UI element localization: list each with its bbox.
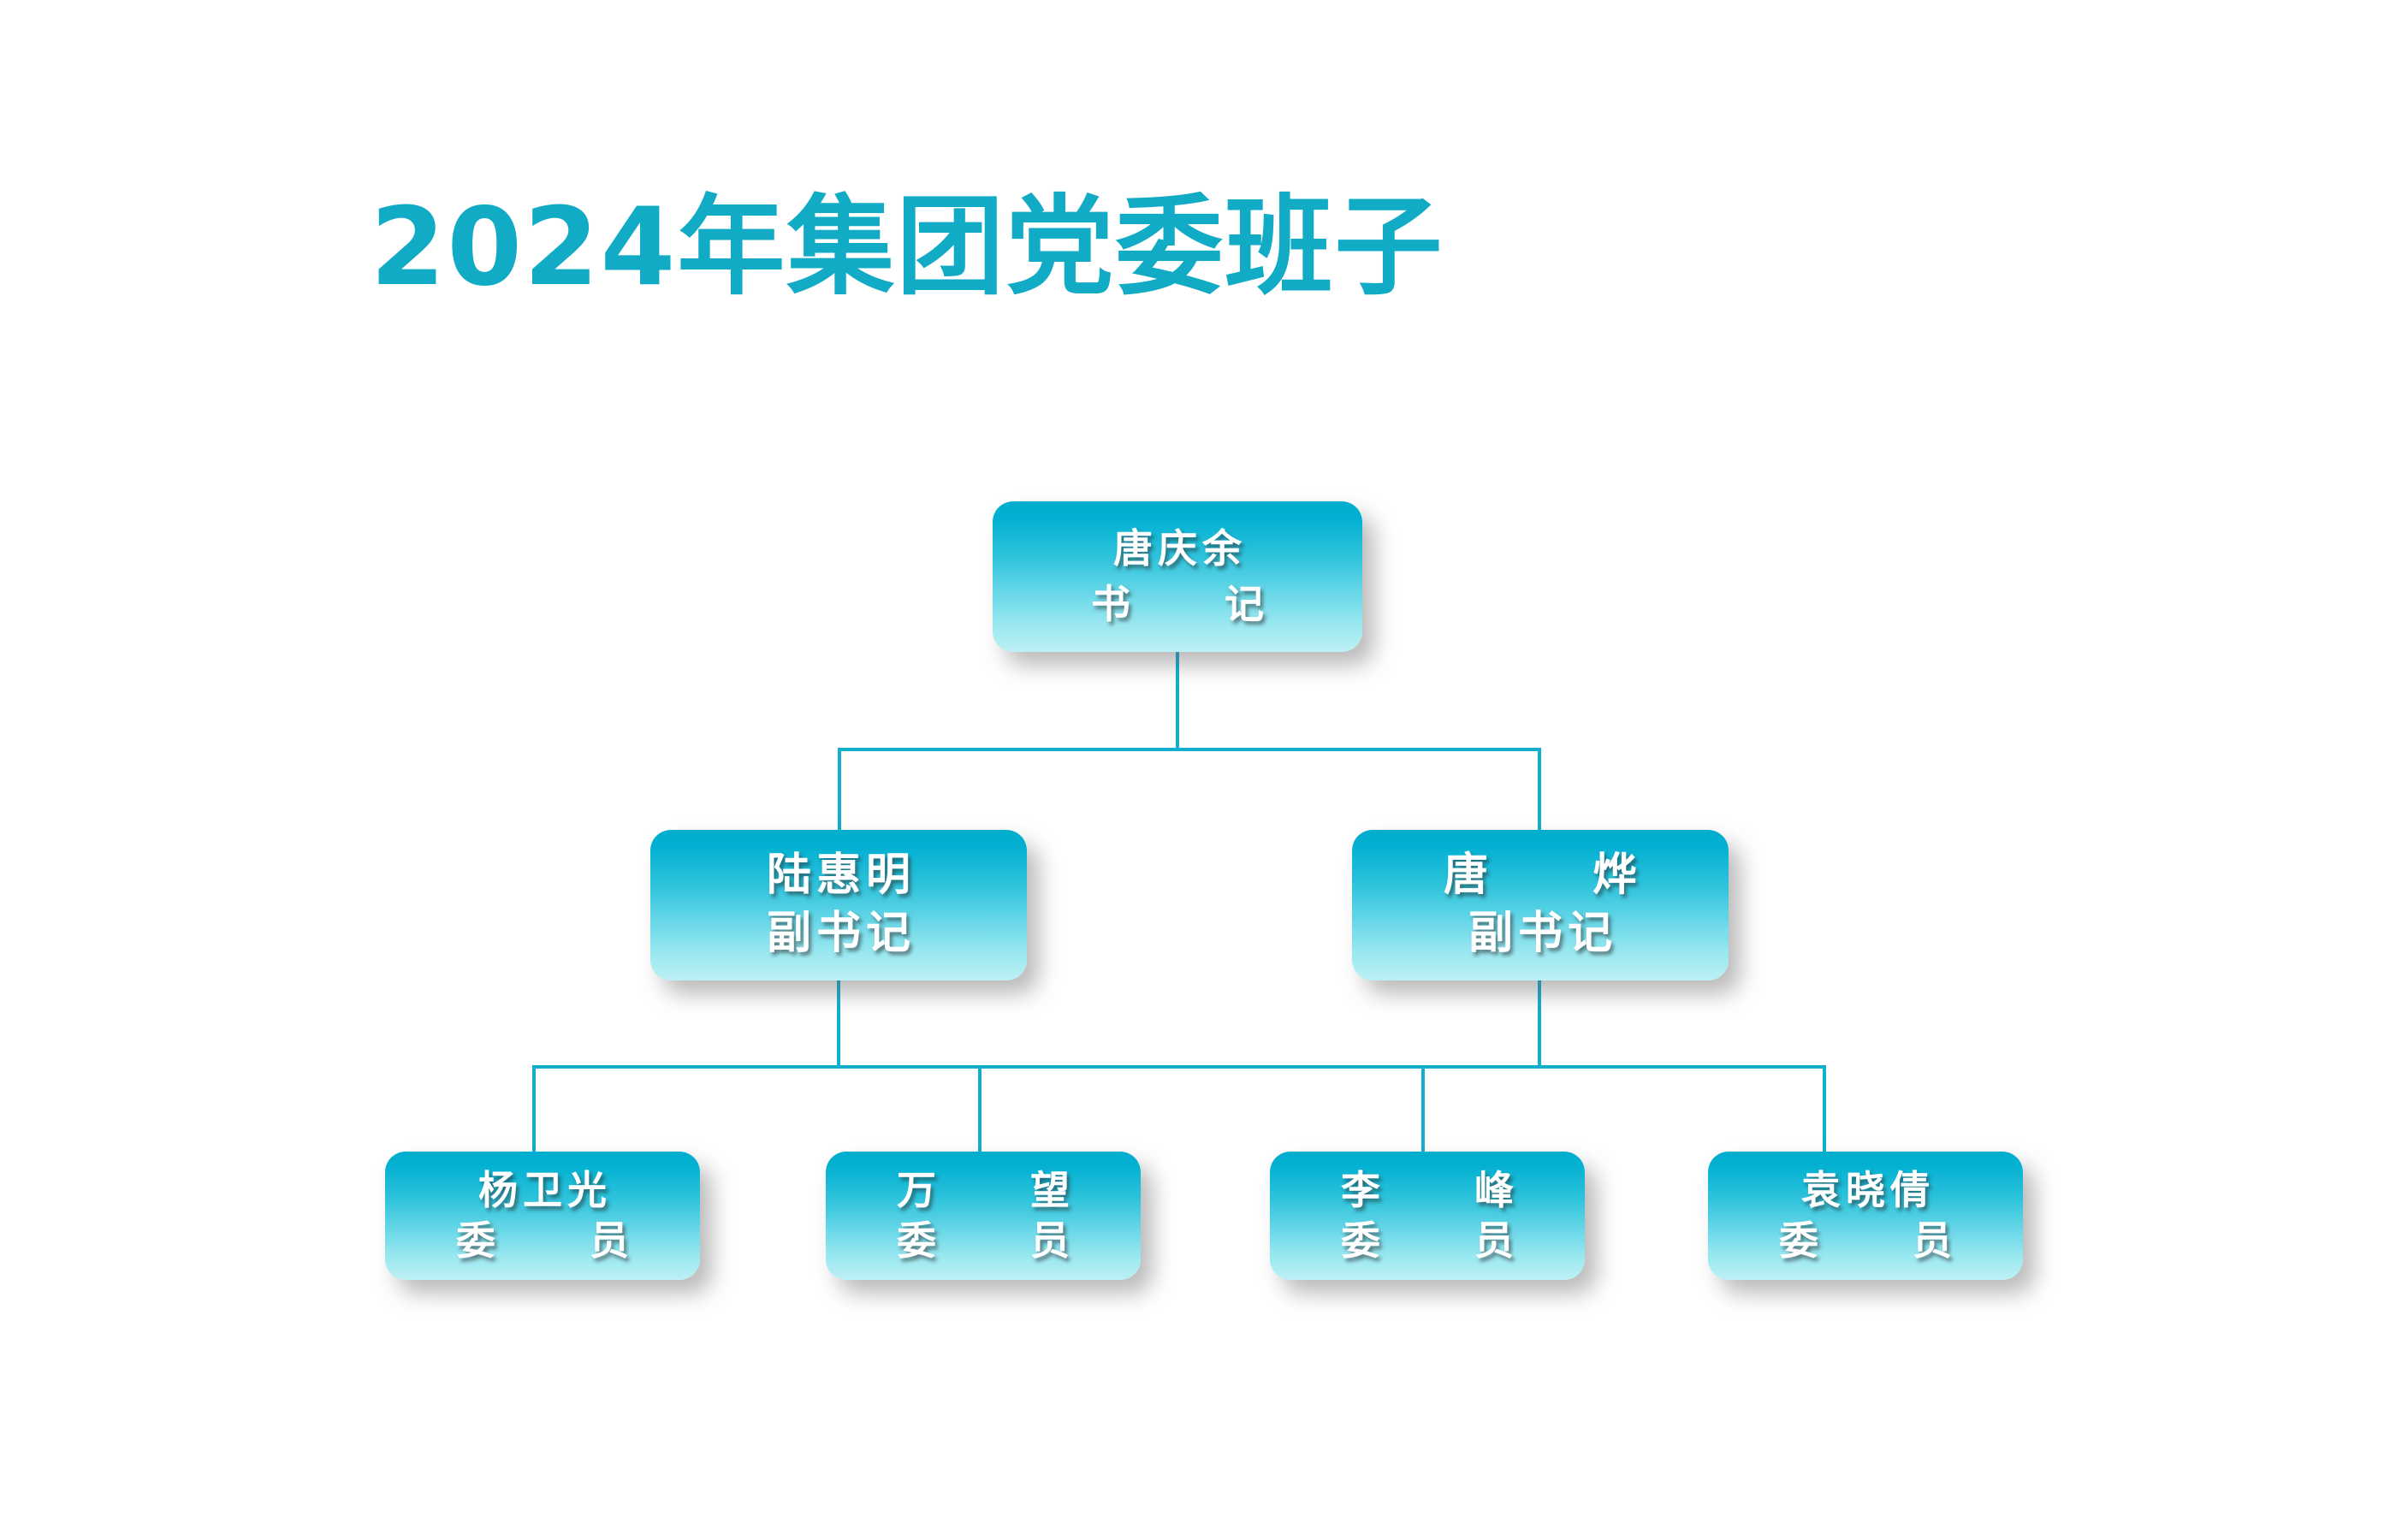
org-node-deputy-secretary-2[interactable]: 唐 烨 副书记	[1352, 830, 1729, 980]
org-node-role: 委 员	[1779, 1217, 1957, 1264]
connector-root-stem	[1176, 650, 1179, 749]
org-node-name: 陆惠明	[766, 850, 916, 902]
connector-level3-drop-0	[532, 1065, 536, 1153]
org-node-name: 唐庆余	[1113, 524, 1247, 572]
org-node-member-1[interactable]: 杨卫光 委 员	[385, 1152, 700, 1280]
org-node-deputy-secretary-1[interactable]: 陆惠明 副书记	[650, 830, 1027, 980]
connector-level3-bar	[532, 1065, 1826, 1069]
org-node-name: 李 峰	[1341, 1167, 1519, 1214]
connector-level3-drop-1	[978, 1065, 982, 1153]
org-node-secretary[interactable]: 唐庆余 书 记	[993, 501, 1362, 652]
connector-level2-drop-1	[1538, 748, 1541, 832]
org-node-role: 书 记	[1091, 581, 1269, 627]
org-node-member-2[interactable]: 万 望 委 员	[826, 1152, 1141, 1280]
connector-level2-drop-0	[838, 748, 841, 832]
org-node-name: 杨卫光	[478, 1167, 612, 1214]
page-title: 2024年集团党委班子	[370, 184, 1444, 310]
connector-level3-drop-2	[1421, 1065, 1425, 1153]
org-node-role: 副书记	[1468, 908, 1617, 959]
org-node-member-4[interactable]: 袁晓倩 委 员	[1708, 1152, 2023, 1280]
connector-level3-drop-3	[1823, 1065, 1826, 1153]
org-node-role: 委 员	[897, 1217, 1075, 1264]
connector-level2-bar	[838, 748, 1541, 751]
connector-level2-0-stem	[837, 980, 840, 1067]
org-node-name: 袁晓倩	[1801, 1167, 1935, 1214]
org-node-role: 副书记	[766, 908, 916, 959]
org-node-role: 委 员	[456, 1217, 634, 1264]
org-node-role: 委 员	[1341, 1217, 1519, 1264]
connector-level2-1-stem	[1538, 980, 1541, 1067]
org-node-name: 唐 烨	[1443, 850, 1642, 902]
org-node-name: 万 望	[897, 1167, 1075, 1214]
org-node-member-3[interactable]: 李 峰 委 员	[1270, 1152, 1585, 1280]
